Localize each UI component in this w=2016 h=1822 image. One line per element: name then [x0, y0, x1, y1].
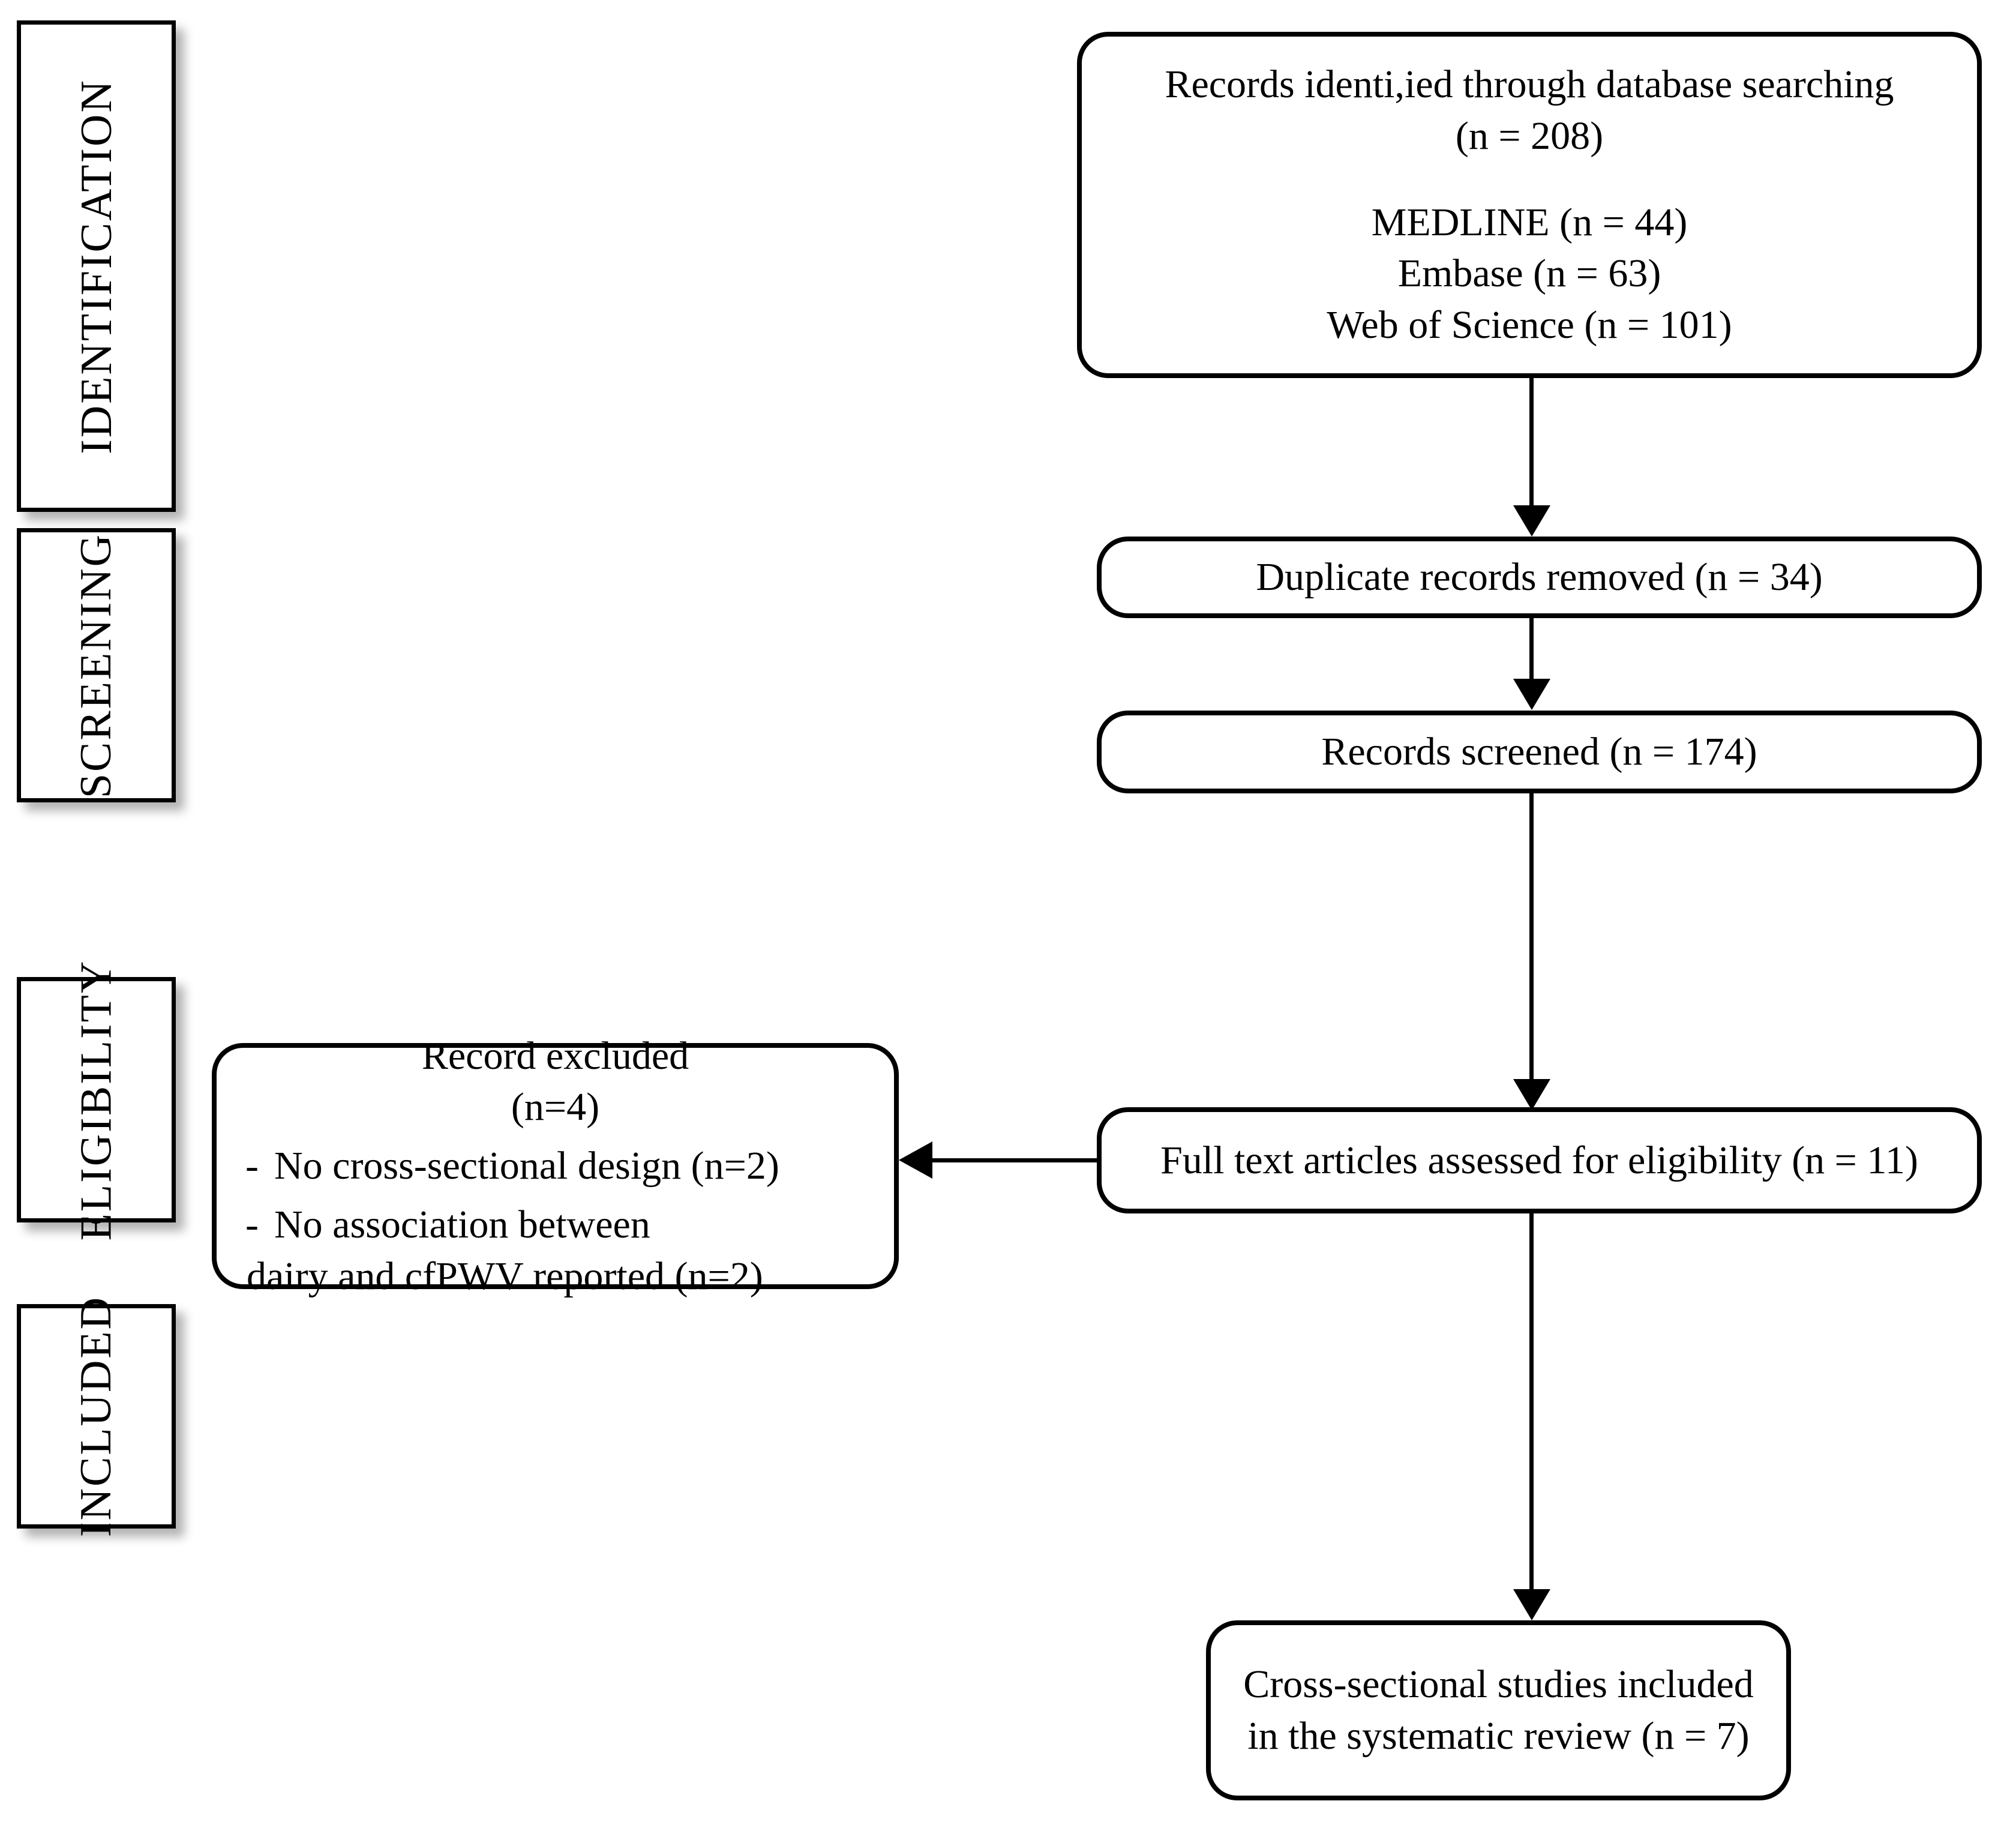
- excluded-reason-2-text: No association between dairy and cfPWV r…: [247, 1199, 881, 1302]
- box-duplicate-records-removed: Duplicate records removed (n = 34): [1097, 537, 1982, 618]
- excluded-reason-1: - No cross-sectional design (n=2): [230, 1140, 881, 1192]
- excluded-reason-2-line2: dairy and cfPWV reported (n=2): [247, 1254, 763, 1298]
- arrowhead-fulltext-to-excluded: [899, 1141, 932, 1179]
- stage-box-included: INCLUDED: [17, 1296, 176, 1537]
- box-record-excluded: Record excluded (n=4) - No cross-section…: [212, 1034, 899, 1298]
- arrowhead-identified-to-duplicates: [1513, 505, 1550, 537]
- connector-fulltext-to-excluded: [932, 1158, 1099, 1162]
- excluded-reason-2-line1: No association between: [274, 1202, 650, 1246]
- records-identified-count: (n = 208): [1455, 113, 1604, 158]
- stage-box-screening: SCREENING: [17, 528, 176, 802]
- duplicate-records-removed-label: Duplicate records removed (n = 34): [1256, 555, 1823, 600]
- source-embase: Embase (n = 63): [1397, 251, 1661, 296]
- excluded-reason-2: - No association between dairy and cfPWV…: [230, 1199, 881, 1302]
- record-excluded-count: (n=4): [511, 1085, 600, 1129]
- record-excluded-title: Record excluded: [421, 1033, 689, 1078]
- stage-label-included: INCLUDED: [71, 1295, 121, 1538]
- included-studies-line1: Cross-sectional studies included: [1243, 1662, 1754, 1707]
- stage-label-eligibility: ELIGIBILITY: [71, 959, 121, 1240]
- connector-screened-to-fulltext: [1529, 793, 1534, 1081]
- source-medline: MEDLINE (n = 44): [1371, 200, 1688, 244]
- stage-label-screening: SCREENING: [71, 532, 121, 798]
- bullet-dash-icon: -: [245, 1202, 259, 1246]
- bullet-dash-icon: -: [245, 1144, 259, 1188]
- connector-fulltext-to-included: [1529, 1213, 1534, 1592]
- connector-duplicates-to-screened: [1529, 618, 1534, 681]
- box-records-identified: Records identi,ied through database sear…: [1077, 32, 1982, 378]
- connector-identified-to-duplicates: [1529, 378, 1534, 508]
- stage-label-identification: IDENTIFICATION: [71, 78, 121, 454]
- included-studies-line2: in the systematic review (n = 7): [1247, 1714, 1750, 1758]
- records-identified-line1: Records identi,ied through database sear…: [1165, 62, 1894, 106]
- arrowhead-screened-to-fulltext: [1513, 1079, 1550, 1110]
- stage-box-identification: IDENTIFICATION: [17, 20, 176, 512]
- full-text-articles-label: Full text articles assessed for eligibil…: [1160, 1138, 1918, 1182]
- source-web-of-science: Web of Science (n = 101): [1327, 303, 1732, 347]
- records-screened-label: Records screened (n = 174): [1321, 730, 1757, 774]
- excluded-reason-1-text: No cross-sectional design (n=2): [274, 1144, 779, 1188]
- arrowhead-fulltext-to-included: [1513, 1589, 1550, 1620]
- box-full-text-articles-assessed: Full text articles assessed for eligibil…: [1097, 1107, 1982, 1213]
- box-cross-sectional-studies-included: Cross-sectional studies included in the …: [1206, 1620, 1791, 1800]
- box-records-screened: Records screened (n = 174): [1097, 711, 1982, 793]
- arrowhead-duplicates-to-screened: [1513, 679, 1550, 710]
- stage-box-eligibility: ELIGIBILITY: [17, 959, 176, 1240]
